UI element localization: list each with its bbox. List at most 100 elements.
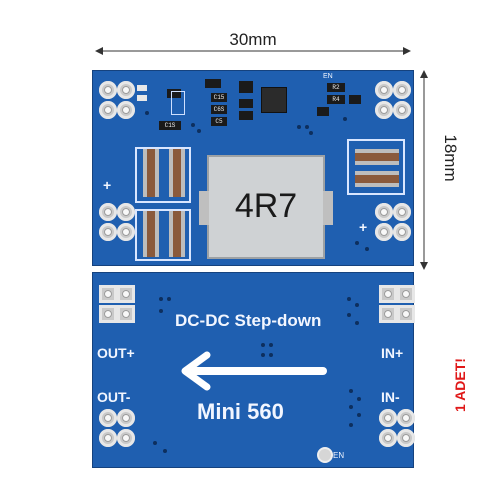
solder-pad bbox=[99, 101, 117, 119]
via bbox=[355, 321, 359, 325]
resistor-component bbox=[205, 79, 221, 88]
resistor-component: C15 bbox=[211, 93, 227, 102]
en-label-top: EN bbox=[323, 73, 333, 80]
capacitor-outline bbox=[135, 209, 191, 261]
solder-pad bbox=[117, 409, 135, 427]
smd-component bbox=[137, 85, 147, 91]
via bbox=[349, 423, 353, 427]
resistor-component bbox=[239, 111, 253, 120]
via bbox=[355, 303, 359, 307]
via bbox=[297, 125, 301, 129]
resistor-component: C5 bbox=[211, 117, 227, 126]
solder-pad bbox=[375, 223, 393, 241]
width-label: 30mm bbox=[229, 30, 277, 49]
in-minus-pad-group bbox=[379, 409, 415, 449]
solder-pad bbox=[379, 429, 397, 447]
solder-pad bbox=[393, 101, 411, 119]
out-plus-pad-group bbox=[99, 285, 135, 325]
out-minus-pad-group bbox=[99, 409, 135, 449]
resistor-component bbox=[317, 107, 329, 116]
model-label: Mini 560 bbox=[197, 399, 284, 424]
solder-pad bbox=[117, 101, 135, 119]
via bbox=[167, 297, 171, 301]
inductor-marking: 4R7 bbox=[234, 187, 298, 225]
solder-pad bbox=[393, 223, 411, 241]
width-dimension: 30mm bbox=[95, 28, 411, 58]
en-label-bottom: EN bbox=[333, 451, 345, 460]
solder-pad bbox=[99, 409, 117, 427]
width-arrow bbox=[95, 47, 411, 55]
via bbox=[269, 343, 273, 347]
capacitor-outline bbox=[347, 139, 405, 195]
inductor-lead-left bbox=[199, 191, 209, 225]
resistor-component bbox=[167, 89, 181, 98]
regulator-ic-chip bbox=[261, 87, 287, 113]
solder-pad bbox=[99, 223, 117, 241]
solder-pad bbox=[117, 305, 135, 323]
top-left-pad-group bbox=[99, 81, 135, 137]
via bbox=[261, 343, 265, 347]
resistor-component bbox=[239, 81, 253, 93]
en-test-pad bbox=[317, 447, 333, 463]
via bbox=[197, 129, 201, 133]
board-title: DC-DC Step-down bbox=[175, 311, 322, 330]
solder-pad bbox=[393, 81, 411, 99]
bottom-right-pad-group bbox=[375, 203, 411, 263]
solder-pad bbox=[117, 203, 135, 221]
solder-pad bbox=[379, 285, 397, 303]
in-plus-pad-group bbox=[379, 285, 415, 325]
direction-arrow bbox=[181, 351, 327, 391]
via bbox=[347, 297, 351, 301]
resistor-component: C6S bbox=[211, 105, 227, 114]
top-pcb-board: C1S C15 C6S C5 R2 R4 EN + + 4R7 bbox=[92, 70, 414, 266]
via bbox=[349, 405, 353, 409]
solder-pad bbox=[393, 203, 411, 221]
solder-pad bbox=[117, 285, 135, 303]
via bbox=[269, 353, 273, 357]
solder-pad bbox=[99, 81, 117, 99]
via bbox=[349, 389, 353, 393]
capacitor bbox=[169, 149, 185, 197]
solder-pad bbox=[397, 409, 415, 427]
via bbox=[309, 131, 313, 135]
solder-pad bbox=[397, 305, 415, 323]
in-minus-label: IN- bbox=[381, 389, 400, 405]
height-arrow bbox=[420, 70, 428, 270]
solder-pad bbox=[99, 305, 117, 323]
solder-pad bbox=[117, 223, 135, 241]
solder-pad bbox=[375, 101, 393, 119]
via bbox=[357, 413, 361, 417]
top-right-pad-group bbox=[375, 81, 411, 137]
solder-pad bbox=[99, 429, 117, 447]
capacitor bbox=[355, 171, 399, 187]
via bbox=[159, 297, 163, 301]
via bbox=[343, 117, 347, 121]
solder-pad bbox=[117, 81, 135, 99]
via bbox=[347, 313, 351, 317]
smd-component bbox=[137, 95, 147, 101]
capacitor-outline bbox=[135, 147, 191, 203]
out-plus-label: OUT+ bbox=[97, 345, 135, 361]
resistor-component: C1S bbox=[159, 121, 181, 130]
solder-pad bbox=[375, 203, 393, 221]
solder-pad bbox=[99, 203, 117, 221]
via bbox=[163, 449, 167, 453]
solder-pad bbox=[99, 285, 117, 303]
via bbox=[365, 247, 369, 251]
capacitor bbox=[143, 149, 159, 197]
quantity-note: 1 ADET! bbox=[452, 358, 468, 412]
plus-label-left: + bbox=[103, 177, 112, 193]
solder-pad bbox=[397, 429, 415, 447]
plus-label-right: + bbox=[359, 219, 368, 235]
height-label: 18mm bbox=[441, 134, 460, 182]
capacitor bbox=[355, 149, 399, 165]
resistor-component bbox=[349, 95, 361, 104]
resistor-component: R2 bbox=[327, 83, 345, 92]
via bbox=[357, 397, 361, 401]
via bbox=[159, 309, 163, 313]
component-outline bbox=[171, 91, 185, 115]
via bbox=[145, 111, 149, 115]
via bbox=[355, 241, 359, 245]
out-minus-label: OUT- bbox=[97, 389, 131, 405]
via bbox=[191, 123, 195, 127]
